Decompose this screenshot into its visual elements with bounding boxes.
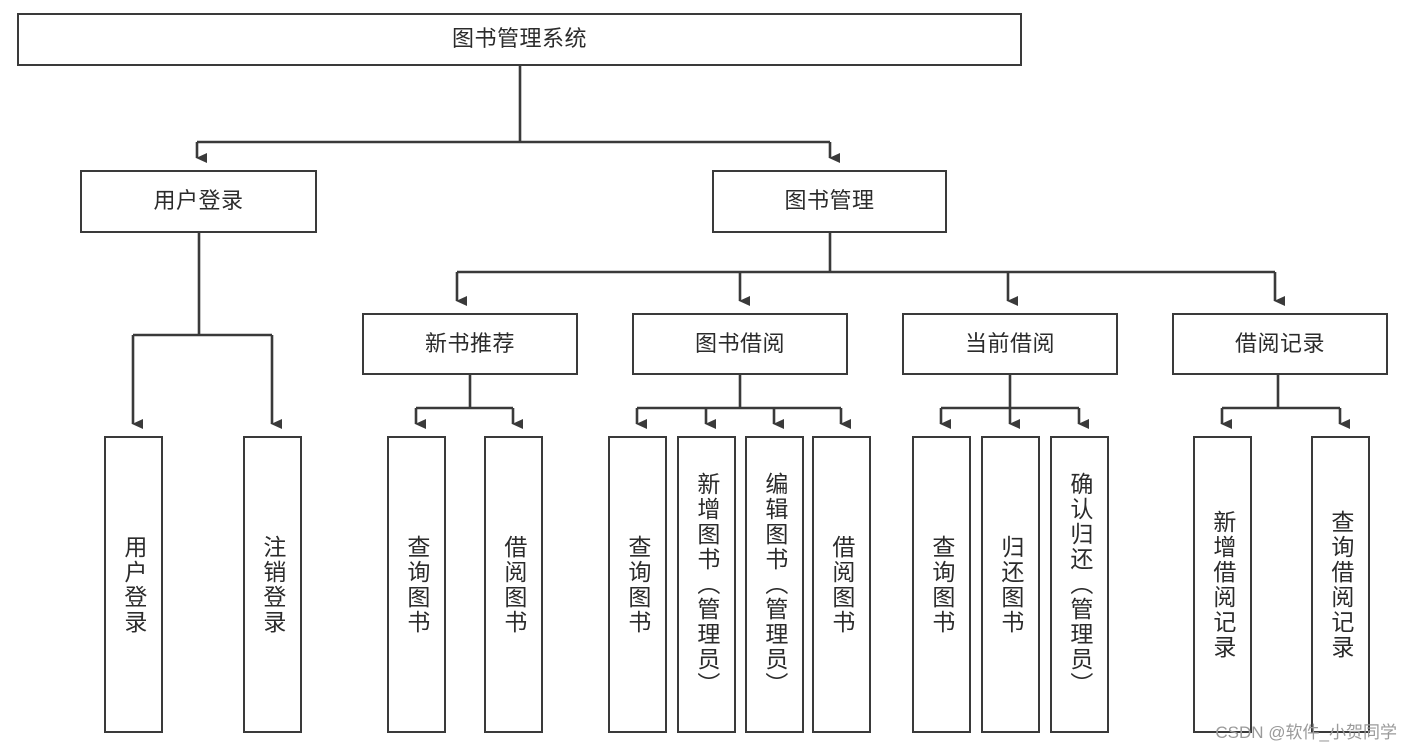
node-label: 借阅图书 bbox=[500, 534, 527, 635]
node-current-borrow[interactable]: 当前借阅 bbox=[902, 313, 1118, 375]
node-new-book-rec[interactable]: 新书推荐 bbox=[362, 313, 578, 375]
leaf-edit-book[interactable]: 编辑图书（管理员） bbox=[745, 436, 804, 733]
node-label: 查询图书 bbox=[624, 534, 651, 635]
node-label: 用户登录 bbox=[153, 188, 244, 214]
node-label: 查询图书 bbox=[403, 534, 430, 635]
node-label: 注销登录 bbox=[259, 534, 286, 635]
node-label: 确认归还（管理员） bbox=[1066, 472, 1093, 697]
node-label: 新书推荐 bbox=[424, 330, 515, 356]
node-label: 用户登录 bbox=[120, 534, 147, 635]
leaf-borrow-book-1[interactable]: 借阅图书 bbox=[484, 436, 543, 733]
node-book-borrow[interactable]: 图书借阅 bbox=[632, 313, 848, 375]
leaf-query-book-2[interactable]: 查询图书 bbox=[608, 436, 667, 733]
node-root-system[interactable]: 图书管理系统 bbox=[17, 13, 1022, 66]
node-label: 图书管理 bbox=[784, 188, 875, 214]
node-label: 图书管理系统 bbox=[451, 26, 587, 52]
node-label: 当前借阅 bbox=[964, 330, 1055, 356]
node-borrow-record[interactable]: 借阅记录 bbox=[1172, 313, 1388, 375]
node-label: 新增图书（管理员） bbox=[693, 472, 720, 697]
leaf-query-book-1[interactable]: 查询图书 bbox=[387, 436, 446, 733]
node-label: 编辑图书（管理员） bbox=[761, 472, 788, 697]
leaf-user-logout[interactable]: 注销登录 bbox=[243, 436, 302, 733]
node-label: 图书借阅 bbox=[694, 330, 785, 356]
leaf-borrow-book-2[interactable]: 借阅图书 bbox=[812, 436, 871, 733]
leaf-user-login[interactable]: 用户登录 bbox=[104, 436, 163, 733]
node-label: 借阅记录 bbox=[1234, 330, 1325, 356]
node-label: 查询借阅记录 bbox=[1327, 509, 1354, 660]
node-label: 借阅图书 bbox=[828, 534, 855, 635]
leaf-add-book[interactable]: 新增图书（管理员） bbox=[677, 436, 736, 733]
leaf-confirm-return[interactable]: 确认归还（管理员） bbox=[1050, 436, 1109, 733]
leaf-add-record[interactable]: 新增借阅记录 bbox=[1193, 436, 1252, 733]
node-book-manage[interactable]: 图书管理 bbox=[712, 170, 947, 233]
node-label: 新增借阅记录 bbox=[1209, 509, 1236, 660]
leaf-return-book[interactable]: 归还图书 bbox=[981, 436, 1040, 733]
leaf-query-book-3[interactable]: 查询图书 bbox=[912, 436, 971, 733]
node-label: 归还图书 bbox=[997, 534, 1024, 635]
node-label: 查询图书 bbox=[928, 534, 955, 635]
node-user-login[interactable]: 用户登录 bbox=[80, 170, 317, 233]
leaf-query-record[interactable]: 查询借阅记录 bbox=[1311, 436, 1370, 733]
